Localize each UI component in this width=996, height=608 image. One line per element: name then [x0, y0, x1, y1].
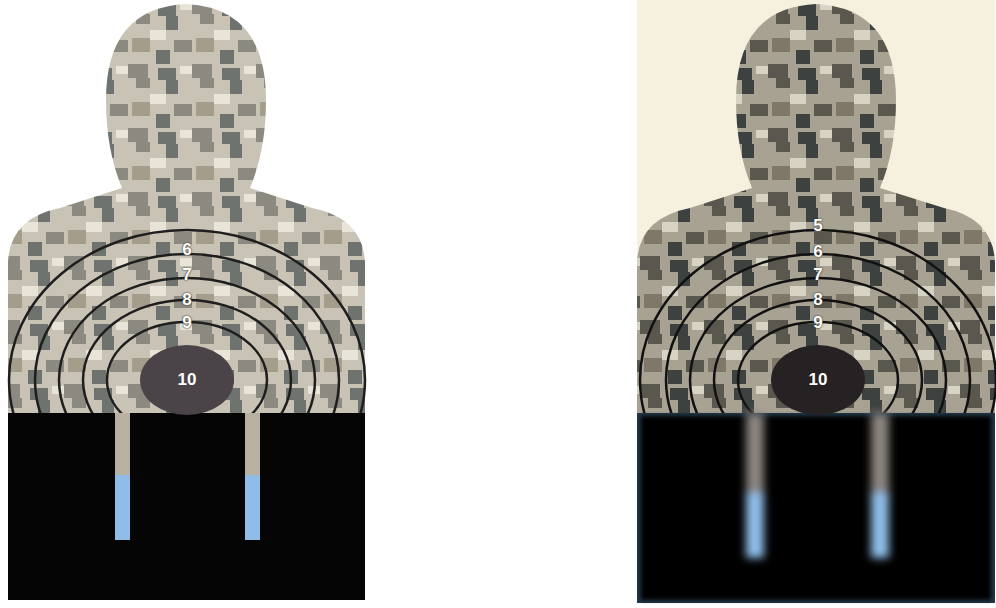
bullseye: 10	[771, 345, 865, 415]
ring-number: 7	[813, 266, 822, 284]
score-number: 10	[809, 370, 828, 390]
score-rings	[640, 230, 996, 413]
ring-number: 8	[182, 291, 191, 309]
dark-panel	[641, 416, 991, 600]
score-number: 10	[178, 370, 197, 390]
tube	[245, 475, 260, 540]
ring-number: 9	[182, 314, 191, 332]
tube	[115, 475, 130, 540]
ring-number: 8	[813, 291, 822, 309]
ring-number: 7	[182, 266, 191, 284]
ring-number: 9	[813, 314, 822, 332]
ring-number: 6	[182, 241, 191, 259]
tube	[115, 413, 130, 475]
dark-panel	[8, 413, 365, 600]
ring-number: 6	[813, 243, 822, 261]
blurred-tubes	[746, 413, 889, 558]
tube	[245, 413, 260, 475]
dark-panel-edge	[637, 413, 995, 603]
score-rings	[9, 230, 365, 413]
bullseye: 10	[140, 345, 234, 415]
ring-number: 5	[813, 217, 822, 235]
